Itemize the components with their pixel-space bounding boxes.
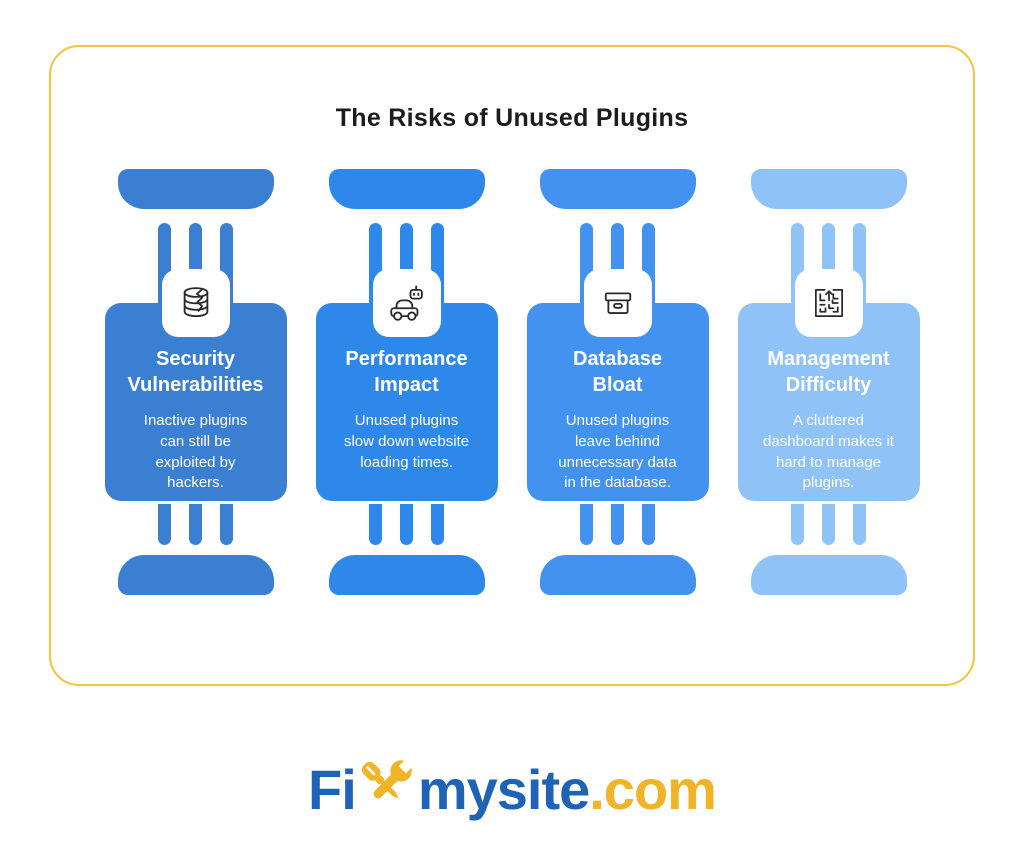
risk-columns: Security Vulnerabilities Inactive plugin… — [51, 169, 973, 595]
logo-text-fi: Fi — [308, 757, 357, 821]
prong — [822, 504, 835, 545]
broken-database-icon — [161, 269, 230, 337]
prong — [158, 504, 171, 545]
risk-card-performance: Performance Impact Unused plugins slow d… — [315, 269, 498, 501]
plug-prongs-bottom — [527, 504, 709, 549]
card-body: A cluttered dashboard makes it hard to m… — [763, 412, 894, 492]
card-title: Security Vulnerabilities — [127, 348, 264, 396]
plug-cap-bottom — [750, 555, 907, 595]
logo-text-com: .com — [589, 757, 717, 821]
risk-card-management: Management Difficulty A cluttered dashbo… — [737, 269, 920, 501]
plug-cap-top — [117, 169, 274, 209]
plug-cap-top — [328, 169, 485, 209]
fixmysite-logo: Fi mysite .com — [0, 750, 1024, 828]
prong — [220, 504, 233, 545]
risk-column-database: Database Bloat Unused plugins leave behi… — [526, 169, 709, 595]
prong — [431, 504, 444, 545]
prong — [189, 504, 202, 545]
prong — [853, 504, 866, 545]
prong — [369, 504, 382, 545]
infographic-page: The Risks of Unused Plugins — [0, 45, 1024, 828]
infographic-panel: The Risks of Unused Plugins — [49, 45, 975, 686]
risk-card-security: Security Vulnerabilities Inactive plugin… — [104, 269, 287, 501]
page-title: The Risks of Unused Plugins — [335, 104, 689, 132]
risk-card-database: Database Bloat Unused plugins leave behi… — [526, 269, 709, 501]
prong — [642, 504, 655, 545]
risk-column-performance: Performance Impact Unused plugins slow d… — [315, 169, 498, 595]
risk-column-security: Security Vulnerabilities Inactive plugin… — [104, 169, 287, 595]
plug-cap-bottom — [539, 555, 696, 595]
logo-text-mysite: mysite — [417, 757, 590, 821]
card-title: Database Bloat — [573, 348, 662, 396]
crossed-tools-icon — [350, 750, 422, 822]
risk-column-management: Management Difficulty A cluttered dashbo… — [737, 169, 920, 595]
slow-car-robot-icon — [372, 269, 441, 337]
card-body: Unused plugins leave behind unnecessary … — [558, 412, 677, 492]
card-body: Unused plugins slow down website loading… — [343, 412, 470, 471]
plug-cap-bottom — [328, 555, 485, 595]
prong — [580, 504, 593, 545]
archive-box-icon — [583, 269, 652, 337]
maze-icon — [794, 269, 863, 337]
plug-prongs-bottom — [738, 504, 920, 549]
card-title: Performance Impact — [345, 348, 468, 396]
plug-prongs-top — [738, 209, 920, 303]
prong — [611, 504, 624, 545]
card-body: Inactive plugins can still be exploited … — [143, 412, 248, 492]
plug-cap-bottom — [117, 555, 274, 595]
plug-cap-top — [539, 169, 696, 209]
plug-prongs-bottom — [316, 504, 498, 549]
plug-prongs-bottom — [105, 504, 287, 549]
card-title: Management Difficulty — [767, 348, 890, 396]
prong — [791, 504, 804, 545]
prong — [400, 504, 413, 545]
plug-cap-top — [750, 169, 907, 209]
